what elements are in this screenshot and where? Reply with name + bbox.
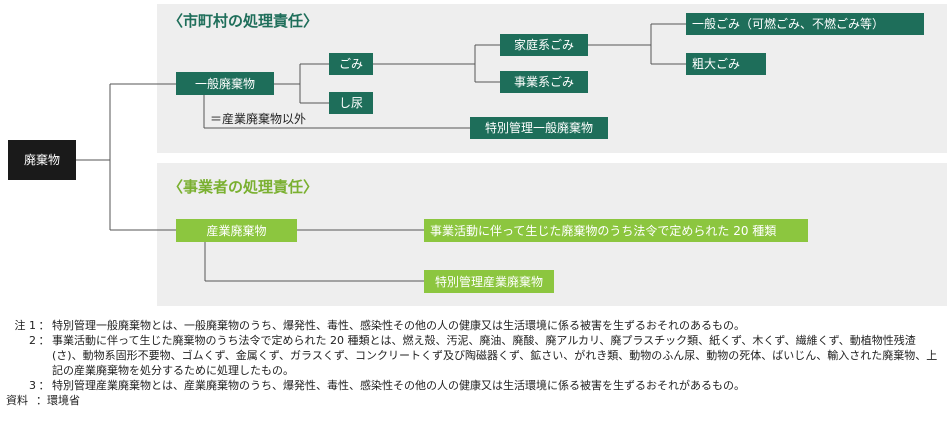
equals-label: ＝産業廃棄物以外	[210, 112, 307, 126]
source-row: 資料 ： 環境省	[6, 393, 946, 408]
bulky-waste-label: 粗大ごみ	[692, 57, 741, 71]
note-key: 2	[29, 334, 36, 347]
burnable-waste-box: 一般ごみ（可燃ごみ、不燃ごみ等）	[686, 13, 924, 35]
note-key: 3	[29, 379, 36, 392]
household-waste-box: 家庭系ごみ	[500, 34, 588, 56]
business-waste-box: 事業系ごみ	[500, 71, 588, 93]
business-heading: 〈事業者の処理責任〉	[168, 178, 319, 196]
bulky-waste-box: 粗大ごみ	[686, 53, 766, 75]
source-key: 資料	[6, 394, 28, 407]
special-general-label: 特別管理一般廃棄物	[484, 121, 593, 135]
gomi-label: ごみ	[338, 57, 363, 71]
household-waste-label: 家庭系ごみ	[513, 38, 574, 52]
business-waste-label: 事業系ごみ	[513, 75, 574, 89]
note-item: 2 ： 事業活動に伴って生じた廃棄物のうち法令で定められた 20 種類とは、燃え…	[6, 333, 946, 378]
industrial-waste-box: 産業廃棄物	[176, 219, 297, 242]
special-general-box: 特別管理一般廃棄物	[470, 117, 608, 139]
general-waste-box: 一般廃棄物	[176, 72, 274, 95]
shinyo-box: し尿	[329, 92, 373, 114]
burnable-waste-label: 一般ごみ（可燃ごみ、不燃ごみ等）	[692, 17, 885, 31]
special-industrial-box: 特別管理産業廃棄物	[424, 270, 554, 293]
special-industrial-label: 特別管理産業廃棄物	[434, 274, 543, 289]
twenty-types-box: 事業活動に伴って生じた廃棄物のうち法令で定められた 20 種類	[424, 219, 808, 242]
note-text: 特別管理産業廃棄物とは、産業廃棄物のうち、爆発性、毒性、感染性その他の人の健康又…	[52, 379, 745, 392]
industrial-waste-label: 産業廃棄物	[206, 223, 267, 238]
note-item: 3 ： 特別管理産業廃棄物とは、産業廃棄物のうち、爆発性、毒性、感染性その他の人…	[6, 378, 946, 393]
general-waste-label: 一般廃棄物	[194, 76, 255, 91]
root-waste-label: 廃棄物	[23, 153, 60, 167]
notes: 注 1 ： 特別管理一般廃棄物とは、一般廃棄物のうち、爆発性、毒性、感染性その他…	[6, 318, 946, 408]
shinyo-label: し尿	[338, 96, 363, 110]
note-item: 注 1 ： 特別管理一般廃棄物とは、一般廃棄物のうち、爆発性、毒性、感染性その他…	[6, 318, 946, 333]
source-text: 環境省	[47, 394, 80, 407]
municipal-heading: 〈市町村の処理責任〉	[168, 12, 319, 30]
note-key: 注 1	[14, 319, 37, 332]
gomi-box: ごみ	[329, 53, 373, 75]
twenty-types-label: 事業活動に伴って生じた廃棄物のうち法令で定められた 20 種類	[430, 223, 777, 238]
note-text: 特別管理一般廃棄物とは、一般廃棄物のうち、爆発性、毒性、感染性その他の人の健康又…	[52, 319, 745, 332]
note-text: 事業活動に伴って生じた廃棄物のうち法令で定められた 20 種類とは、燃え殻、汚泥…	[52, 334, 938, 377]
root-waste-box: 廃棄物	[8, 140, 76, 180]
